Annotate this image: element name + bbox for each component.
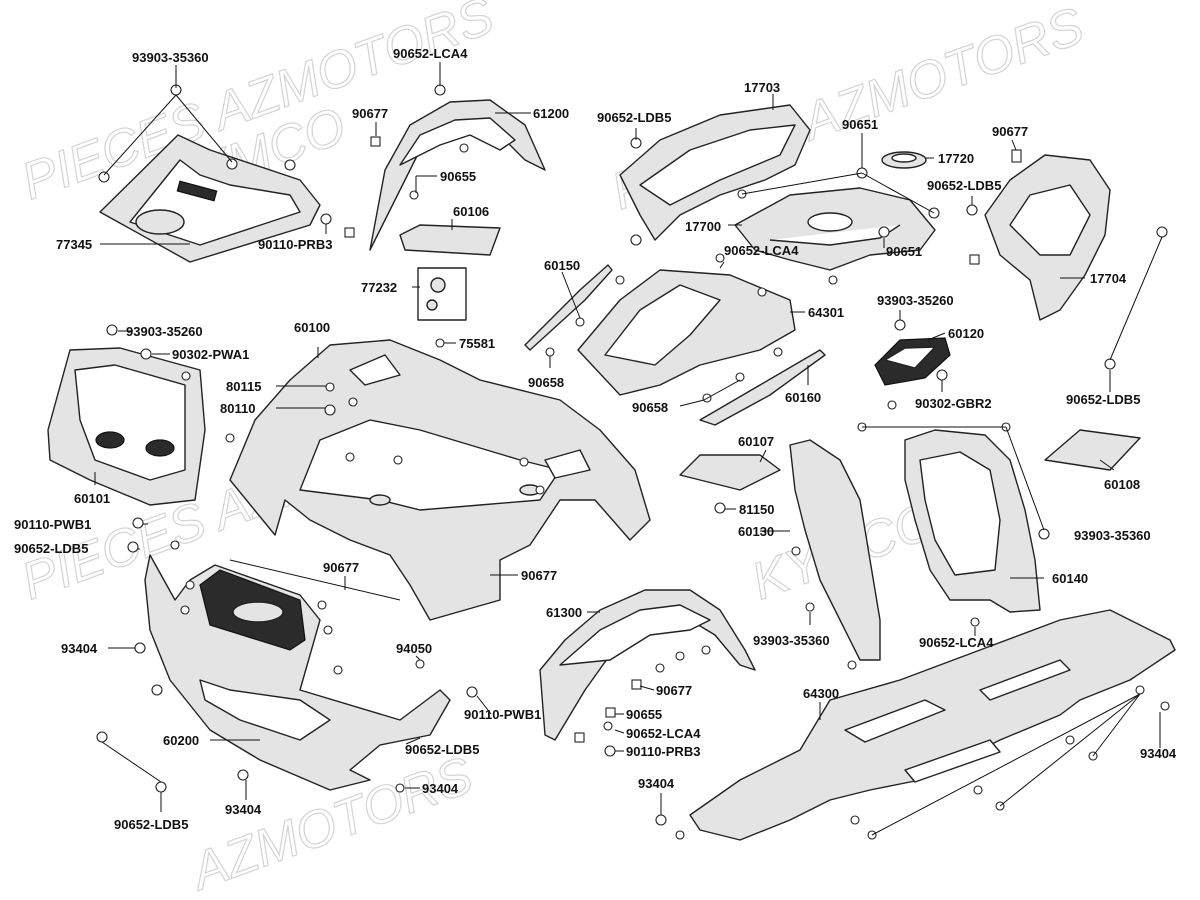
label-90652-lca4-mid: 90652-LCA4 — [919, 635, 994, 650]
label-60120: 60120 — [948, 326, 984, 341]
label-90677-body: 90677 — [323, 560, 359, 575]
label-90652-lca4-rear: 90652-LCA4 — [626, 726, 701, 741]
part-77232-lock — [417, 267, 467, 321]
label-90652-lca4-hood: 90652-LCA4 — [724, 243, 799, 258]
label-77345: 77345 — [56, 237, 92, 252]
label-61200: 61200 — [533, 106, 569, 121]
label-90652-ldb5-right: 90652-LDB5 — [1066, 392, 1140, 407]
label-90652-ldb5-sidecowl: 90652-LDB5 — [927, 178, 1001, 193]
label-90110-prb3-top: 90110-PRB3 — [258, 237, 332, 252]
label-81150: 81150 — [739, 502, 774, 517]
part-60101-housing — [47, 347, 206, 506]
part-60100-body — [229, 339, 651, 621]
part-60106-cover — [399, 224, 501, 256]
part-64300-skidplate — [689, 609, 1176, 841]
label-90677-fender-rear: 90677 — [656, 683, 692, 698]
label-90302-gbr2: 90302-GBR2 — [915, 396, 992, 411]
label-90302-pwa1: 90302-PWA1 — [172, 347, 249, 362]
label-61300: 61300 — [546, 605, 582, 620]
label-60200: 60200 — [163, 733, 199, 748]
label-90651-top: 90651 — [842, 117, 878, 132]
label-60107: 60107 — [738, 434, 774, 449]
label-17703: 17703 — [744, 80, 780, 95]
label-80115: 80115 — [226, 379, 261, 394]
label-90652-ldb5-left: 90652-LDB5 — [14, 541, 88, 556]
label-17720: 17720 — [938, 151, 974, 166]
label-90658-left: 90658 — [528, 375, 564, 390]
part-60200-bumper — [144, 554, 451, 791]
part-61200-fender — [369, 99, 546, 251]
label-60150: 60150 — [544, 258, 580, 273]
label-90652-ldb5-bottom: 90652-LDB5 — [114, 817, 188, 832]
label-93903-35360-mid: 93903-35360 — [753, 633, 830, 648]
label-90652-lca4-top: 90652-LCA4 — [393, 46, 468, 61]
part-60150-strip — [524, 264, 613, 351]
part-60140-sidepanel — [904, 429, 1041, 613]
label-93404-skid: 93404 — [638, 776, 675, 791]
part-60107-cover — [679, 454, 781, 491]
label-60108: 60108 — [1104, 477, 1140, 492]
label-17700: 17700 — [685, 219, 721, 234]
label-93404-bumper-right: 93404 — [422, 781, 459, 796]
label-94050: 94050 — [396, 641, 432, 656]
part-61300-fender — [539, 589, 756, 741]
part-64301-hood — [577, 269, 796, 396]
label-60106: 60106 — [453, 204, 489, 219]
label-90652-ldb5-bumper: 90652-LDB5 — [405, 742, 479, 757]
leader-lines — [94, 62, 1163, 836]
label-80110: 80110 — [220, 401, 255, 416]
label-64301: 64301 — [808, 305, 844, 320]
label-60101: 60101 — [74, 491, 110, 506]
part-17703-cowl — [619, 104, 811, 241]
label-93903-35260-right: 93903-35260 — [877, 293, 954, 308]
label-93903-35360-right: 93903-35360 — [1074, 528, 1151, 543]
label-90110-pwb1-left: 90110-PWB1 — [14, 517, 91, 532]
label-90677-body-right: 90677 — [521, 568, 557, 583]
part-60108-pad — [1044, 429, 1141, 471]
part-60160-strip — [699, 349, 826, 426]
label-60160: 60160 — [785, 390, 821, 405]
part-17720-ring — [881, 151, 927, 169]
label-60140: 60140 — [1052, 571, 1088, 586]
label-77232: 77232 — [361, 280, 397, 295]
part-17704-sidecowl — [984, 154, 1111, 321]
label-90655-fender: 90655 — [440, 169, 476, 184]
label-90677-fender: 90677 — [352, 106, 388, 121]
label-93903-35260-left: 93903-35260 — [126, 324, 203, 339]
label-93404-bottom: 93404 — [225, 802, 262, 817]
label-90110-pwb1-mid: 90110-PWB1 — [464, 707, 541, 722]
label-90110-prb3-rear: 90110-PRB3 — [626, 744, 700, 759]
label-90658-right: 90658 — [632, 400, 668, 415]
label-93404-right: 93404 — [1140, 746, 1177, 761]
label-93903-35360-top: 93903-35360 — [132, 50, 209, 65]
part-60120-bracket — [874, 337, 951, 386]
label-64300: 64300 — [803, 686, 839, 701]
label-75581: 75581 — [459, 336, 495, 351]
label-90655-rear: 90655 — [626, 707, 662, 722]
label-17704: 17704 — [1090, 271, 1127, 286]
label-60130: 60130 — [738, 524, 774, 539]
part-17700-panel — [734, 187, 936, 271]
label-90651-panel: 90651 — [886, 244, 922, 259]
label-90677-sidecowl: 90677 — [992, 124, 1028, 139]
label-93404-left: 93404 — [61, 641, 98, 656]
part-labels: 93903-35360 90652-LCA4 61200 90677 90655… — [14, 46, 1177, 832]
label-90652-ldb5-cowl: 90652-LDB5 — [597, 110, 671, 125]
part-60130-sidepanel — [789, 439, 881, 661]
part-77345-plate — [99, 134, 321, 263]
label-60100: 60100 — [294, 320, 330, 335]
